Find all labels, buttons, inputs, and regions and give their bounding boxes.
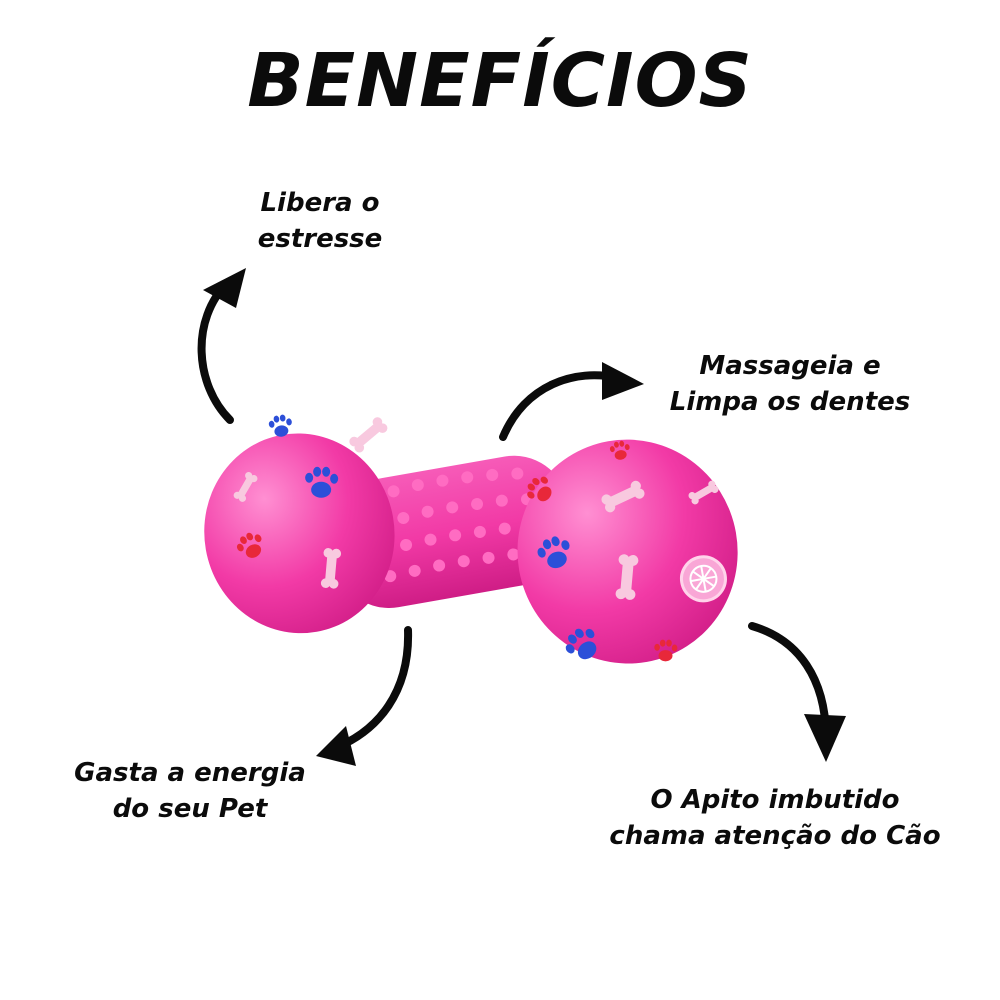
arrow-up-left-icon — [197, 278, 234, 424]
benefit-whistle-line2: chama atenção do Cão — [609, 821, 941, 851]
arrowhead-icon — [203, 268, 246, 308]
benefit-whistle: O Apito imbutido chama atenção do Cão — [580, 782, 970, 854]
arrow-up-right-icon — [499, 371, 622, 441]
arrowhead-icon — [602, 362, 644, 400]
benefit-stress-line1: Libera o — [260, 188, 380, 218]
arrowhead-icon — [804, 714, 846, 762]
benefit-massage-line2: Limpa os dentes — [669, 387, 911, 417]
toy-left-ball — [204, 433, 395, 634]
benefit-energy-line2: do seu Pet — [112, 794, 268, 824]
benefit-energy-line1: Gasta a energia — [74, 758, 306, 788]
toy-body — [204, 413, 738, 667]
toy-right-ball — [517, 439, 738, 664]
page-title: BENEFÍCIOS — [247, 38, 753, 124]
benefit-whistle-line1: O Apito imbutido — [650, 785, 900, 815]
benefit-stress-relief: Libera o estresse — [230, 185, 410, 257]
benefit-stress-line2: estresse — [257, 224, 383, 254]
benefit-energy: Gasta a energia do seu Pet — [55, 755, 325, 827]
benefit-massage-line1: Massageia e — [699, 351, 881, 381]
whistle-icon — [679, 555, 727, 603]
arrowhead-icon — [316, 726, 356, 766]
benefit-teeth-massage: Massageia e Limpa os dentes — [640, 348, 940, 420]
